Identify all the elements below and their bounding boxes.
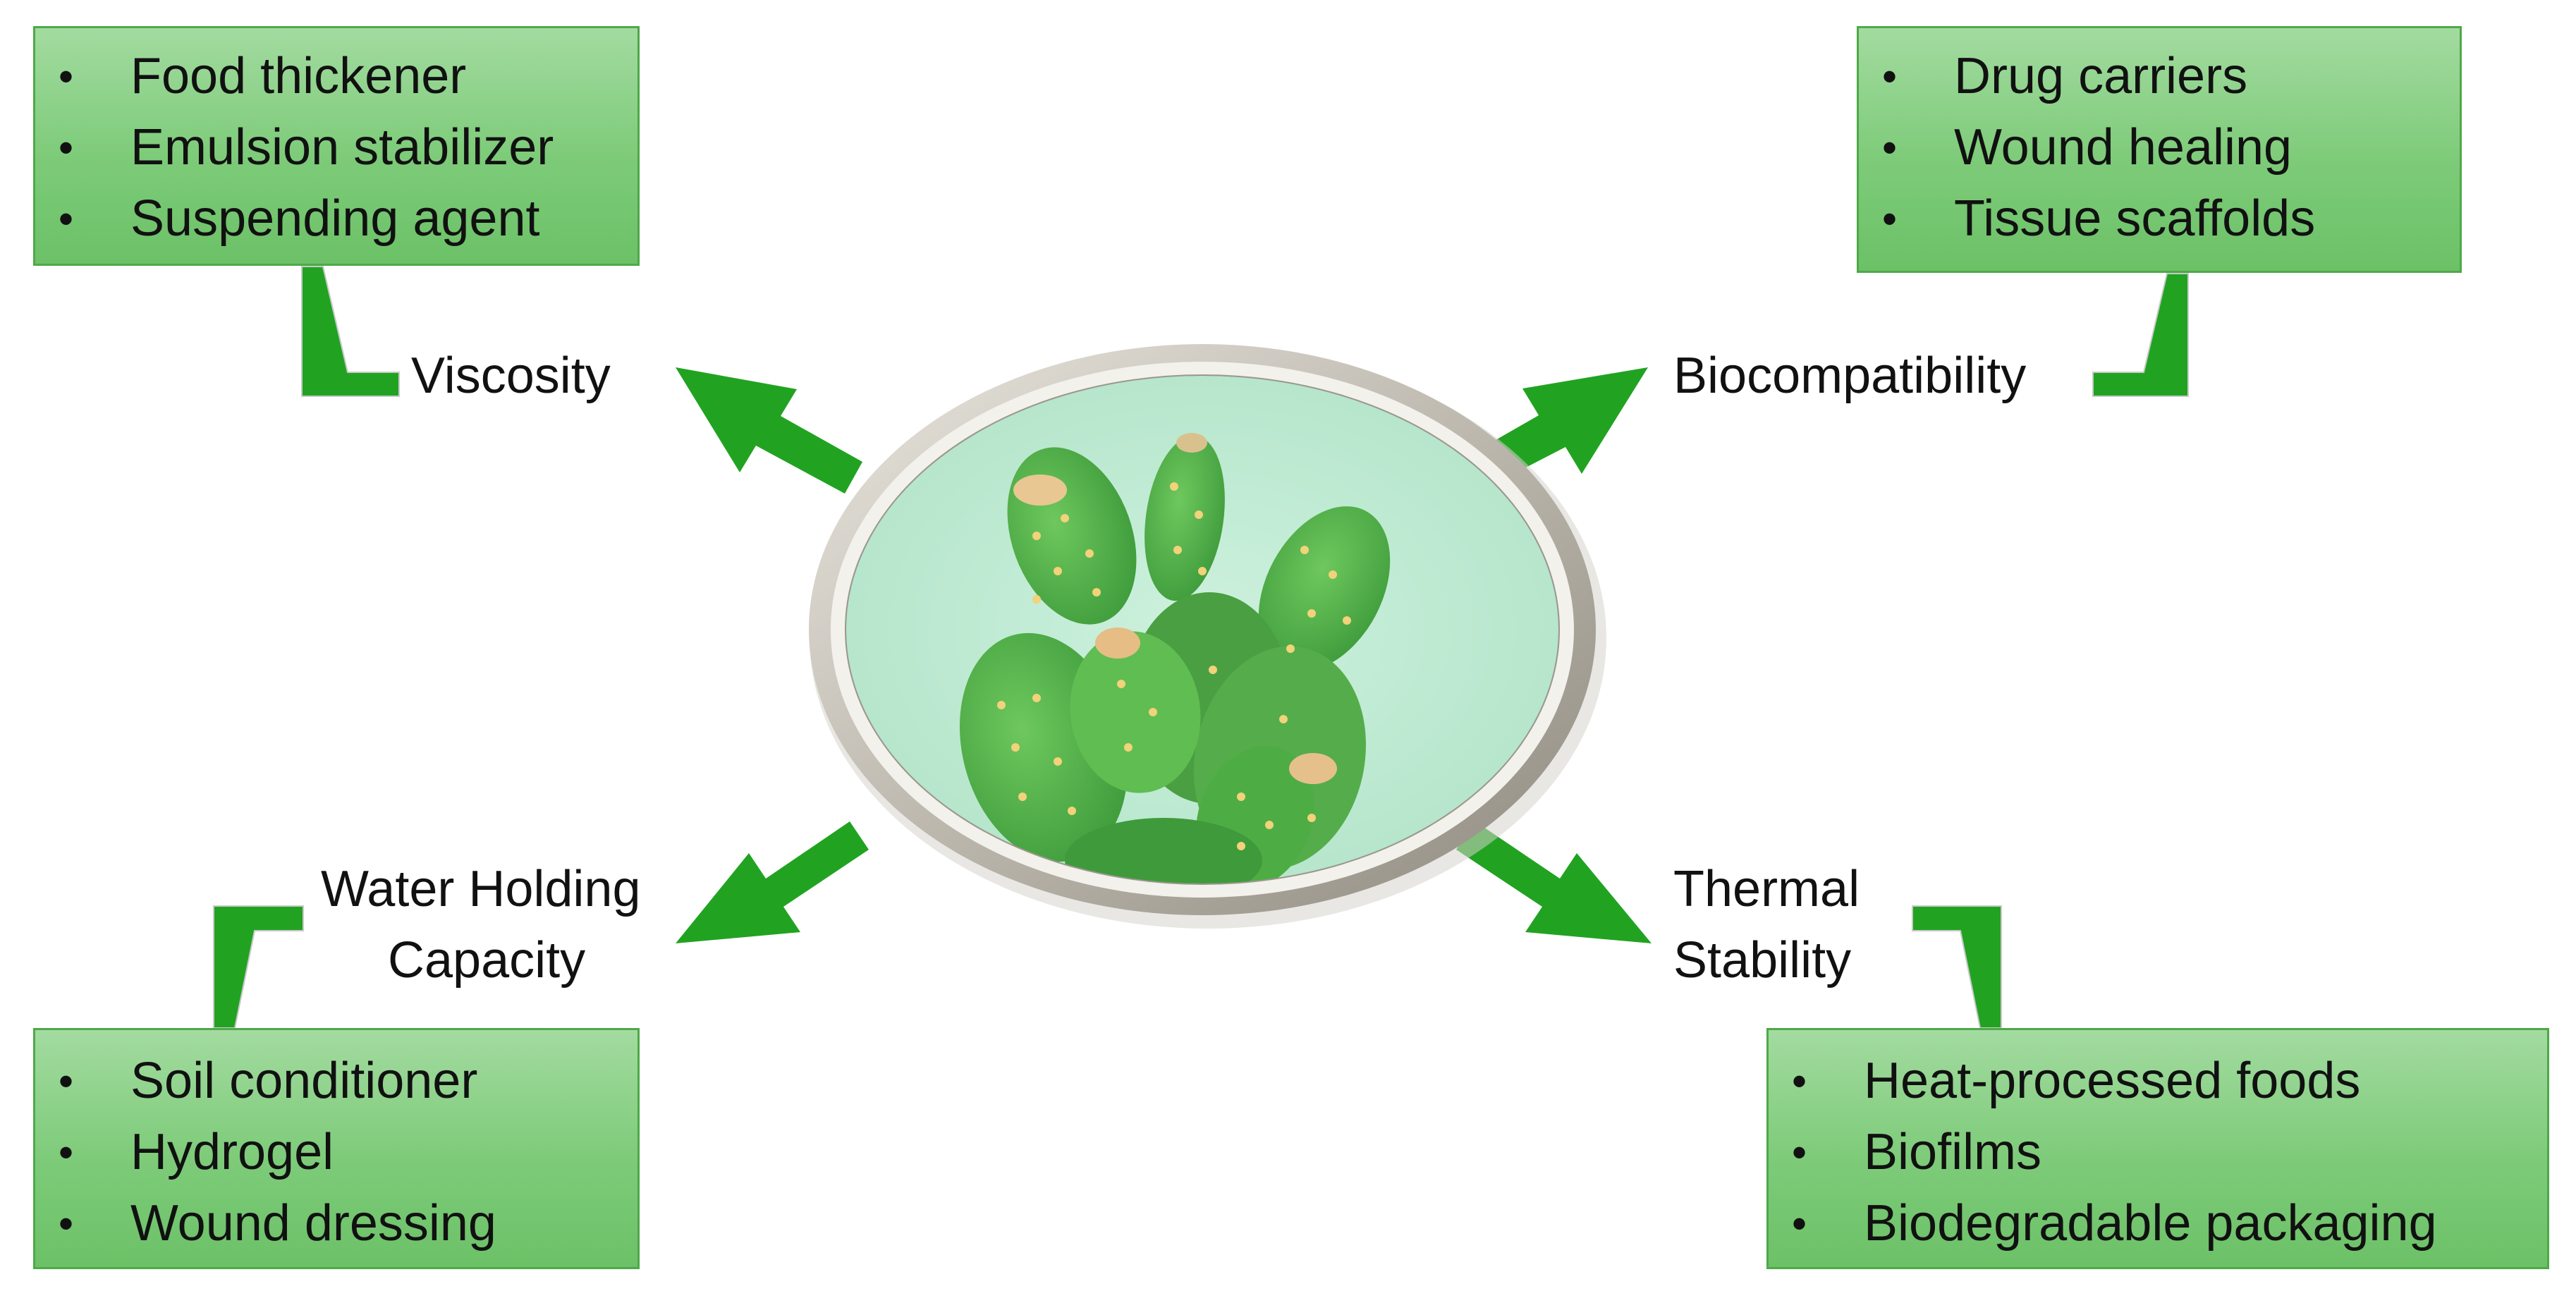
- label-thermal-line2: Stability: [1673, 932, 1852, 989]
- arrow-to-thermal-stability: [1456, 821, 1652, 943]
- use-item: Drug carriers: [1859, 41, 2460, 112]
- prickly-pear-cactus-image: [846, 376, 1558, 883]
- uses-box-viscosity: Food thickener Emulsion stabilizer Suspe…: [33, 26, 640, 266]
- uses-box-thermal-stability: Heat-processed foods Biofilms Biodegrada…: [1766, 1028, 2549, 1269]
- use-item: Emulsion stabilizer: [35, 112, 637, 183]
- uses-box-water-holding: Soil conditioner Hydrogel Wound dressing: [33, 1028, 640, 1269]
- use-item: Suspending agent: [35, 183, 637, 255]
- use-item: Wound healing: [1859, 112, 2460, 183]
- label-biocompatibility: Biocompatibility: [1673, 348, 2027, 404]
- use-item: Wound dressing: [35, 1188, 637, 1259]
- arrow-to-viscosity: [676, 367, 862, 494]
- use-item: Biodegradable packaging: [1769, 1188, 2547, 1259]
- connector-biocompatibility: [2092, 273, 2189, 397]
- label-thermal-line1: Thermal: [1673, 861, 1860, 917]
- label-water-holding-line2: Capacity: [388, 932, 586, 989]
- label-water-holding-line1: Water Holding: [321, 861, 641, 917]
- use-item: Hydrogel: [35, 1117, 637, 1188]
- use-item: Soil conditioner: [35, 1046, 637, 1117]
- use-item: Food thickener: [35, 41, 637, 112]
- use-item: Biofilms: [1769, 1117, 2547, 1188]
- use-item: Tissue scaffolds: [1859, 183, 2460, 255]
- connector-thermal-stability: [1912, 905, 2002, 1029]
- uses-box-biocompatibility: Drug carriers Wound healing Tissue scaff…: [1857, 26, 2462, 273]
- label-viscosity: Viscosity: [411, 348, 611, 404]
- connector-water-holding: [213, 905, 304, 1029]
- arrow-to-water-holding: [676, 821, 869, 943]
- use-item: Heat-processed foods: [1769, 1046, 2547, 1117]
- connector-viscosity: [301, 266, 400, 397]
